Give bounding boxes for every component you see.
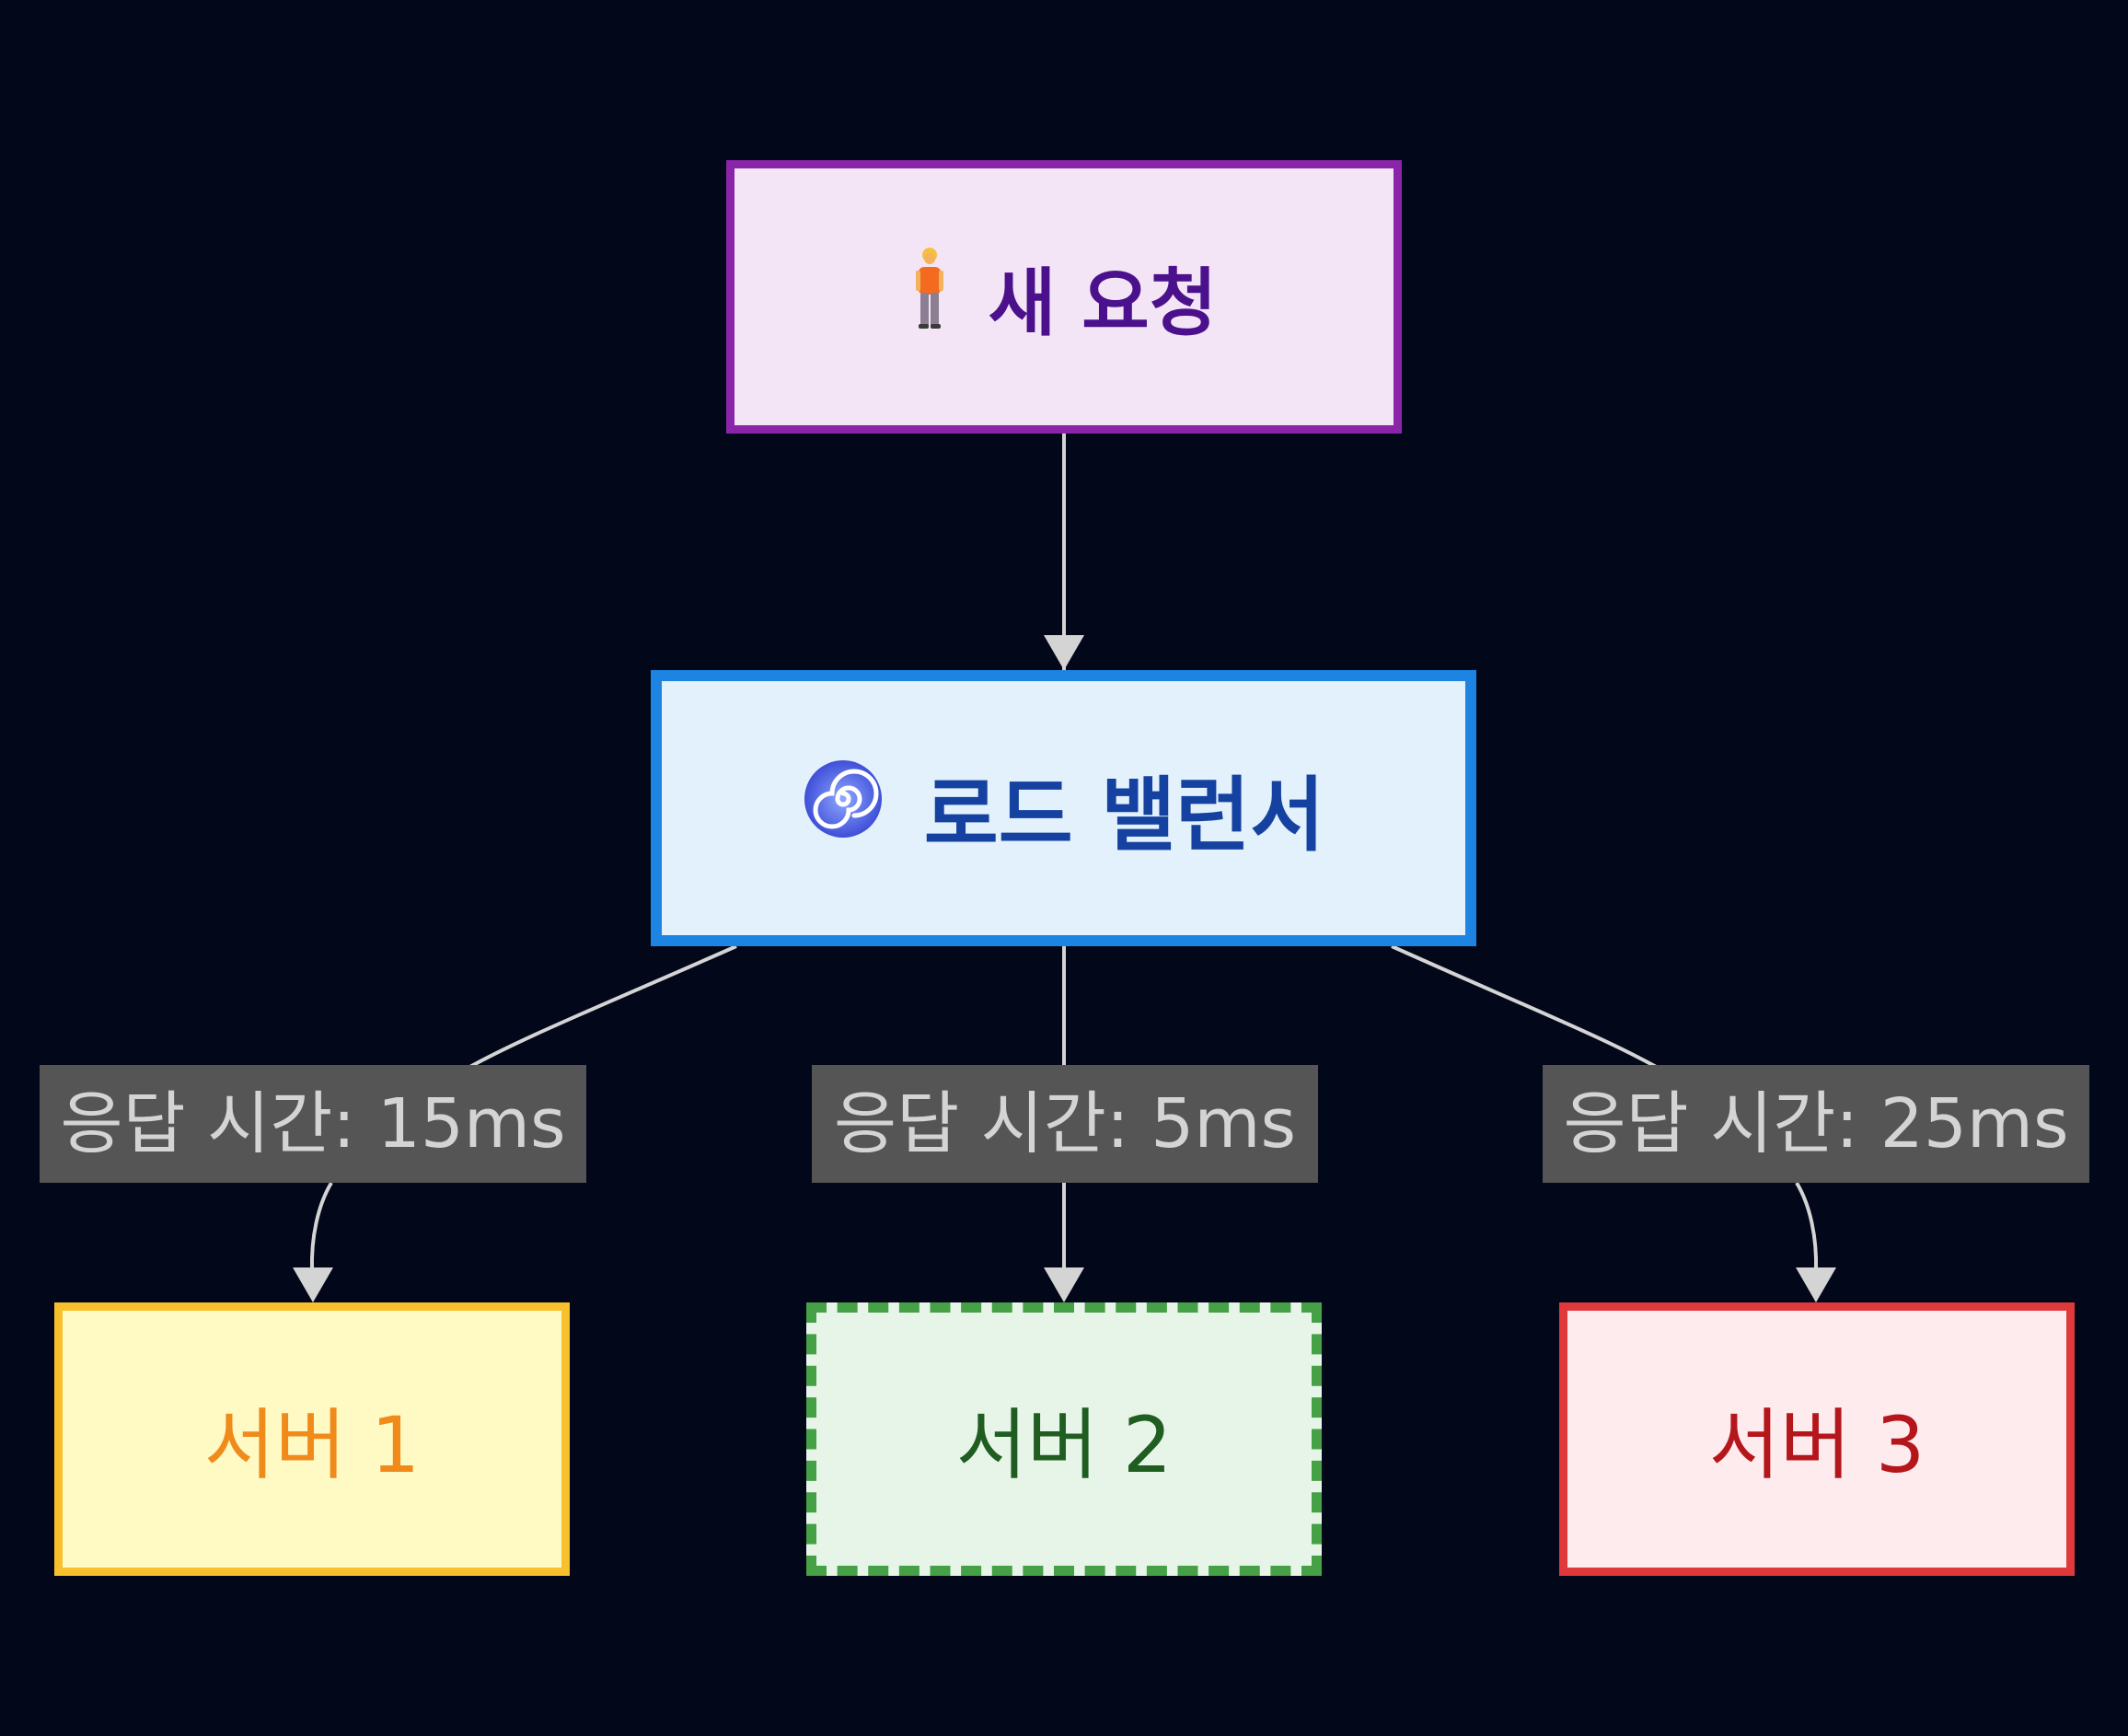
edge-label-server-2: 응답 시간: 5ms — [812, 1065, 1318, 1183]
node-load-balancer[interactable]: 로드 밸런서 — [651, 670, 1476, 946]
cyclone-icon — [803, 758, 884, 859]
edge-load-balancer-to-server-1 — [458, 944, 737, 1074]
node-server-1[interactable]: 서버 1 — [54, 1302, 570, 1576]
standing-person-icon — [911, 247, 948, 347]
edge-label-1-to-server-1 — [309, 1181, 333, 1271]
edge-label-server-3: 응답 시간: 25ms — [1543, 1065, 2089, 1183]
arrowhead-load-balancer — [1044, 635, 1084, 670]
node-server-3[interactable]: 서버 3 — [1559, 1302, 2075, 1576]
node-server-2[interactable]: 서버 2 — [806, 1302, 1322, 1576]
node-new-request-label: 새 요청 — [988, 260, 1218, 346]
node-server-2-label: 서버 2 — [955, 1400, 1173, 1490]
edge-label-3-to-server-3 — [1795, 1181, 1819, 1271]
node-load-balancer-label: 로드 밸런서 — [923, 767, 1325, 862]
edge-load-balancer-to-server-3 — [1391, 944, 1668, 1074]
node-server-3-label: 서버 3 — [1708, 1400, 1926, 1490]
arrowhead-server-3 — [1796, 1267, 1836, 1302]
node-server-1-label: 서버 1 — [203, 1400, 421, 1490]
node-new-request[interactable]: 새 요청 — [726, 160, 1402, 434]
edge-label-server-1: 응답 시간: 15ms — [40, 1065, 586, 1183]
arrowhead-server-1 — [293, 1267, 333, 1302]
arrowhead-server-2 — [1044, 1267, 1084, 1302]
